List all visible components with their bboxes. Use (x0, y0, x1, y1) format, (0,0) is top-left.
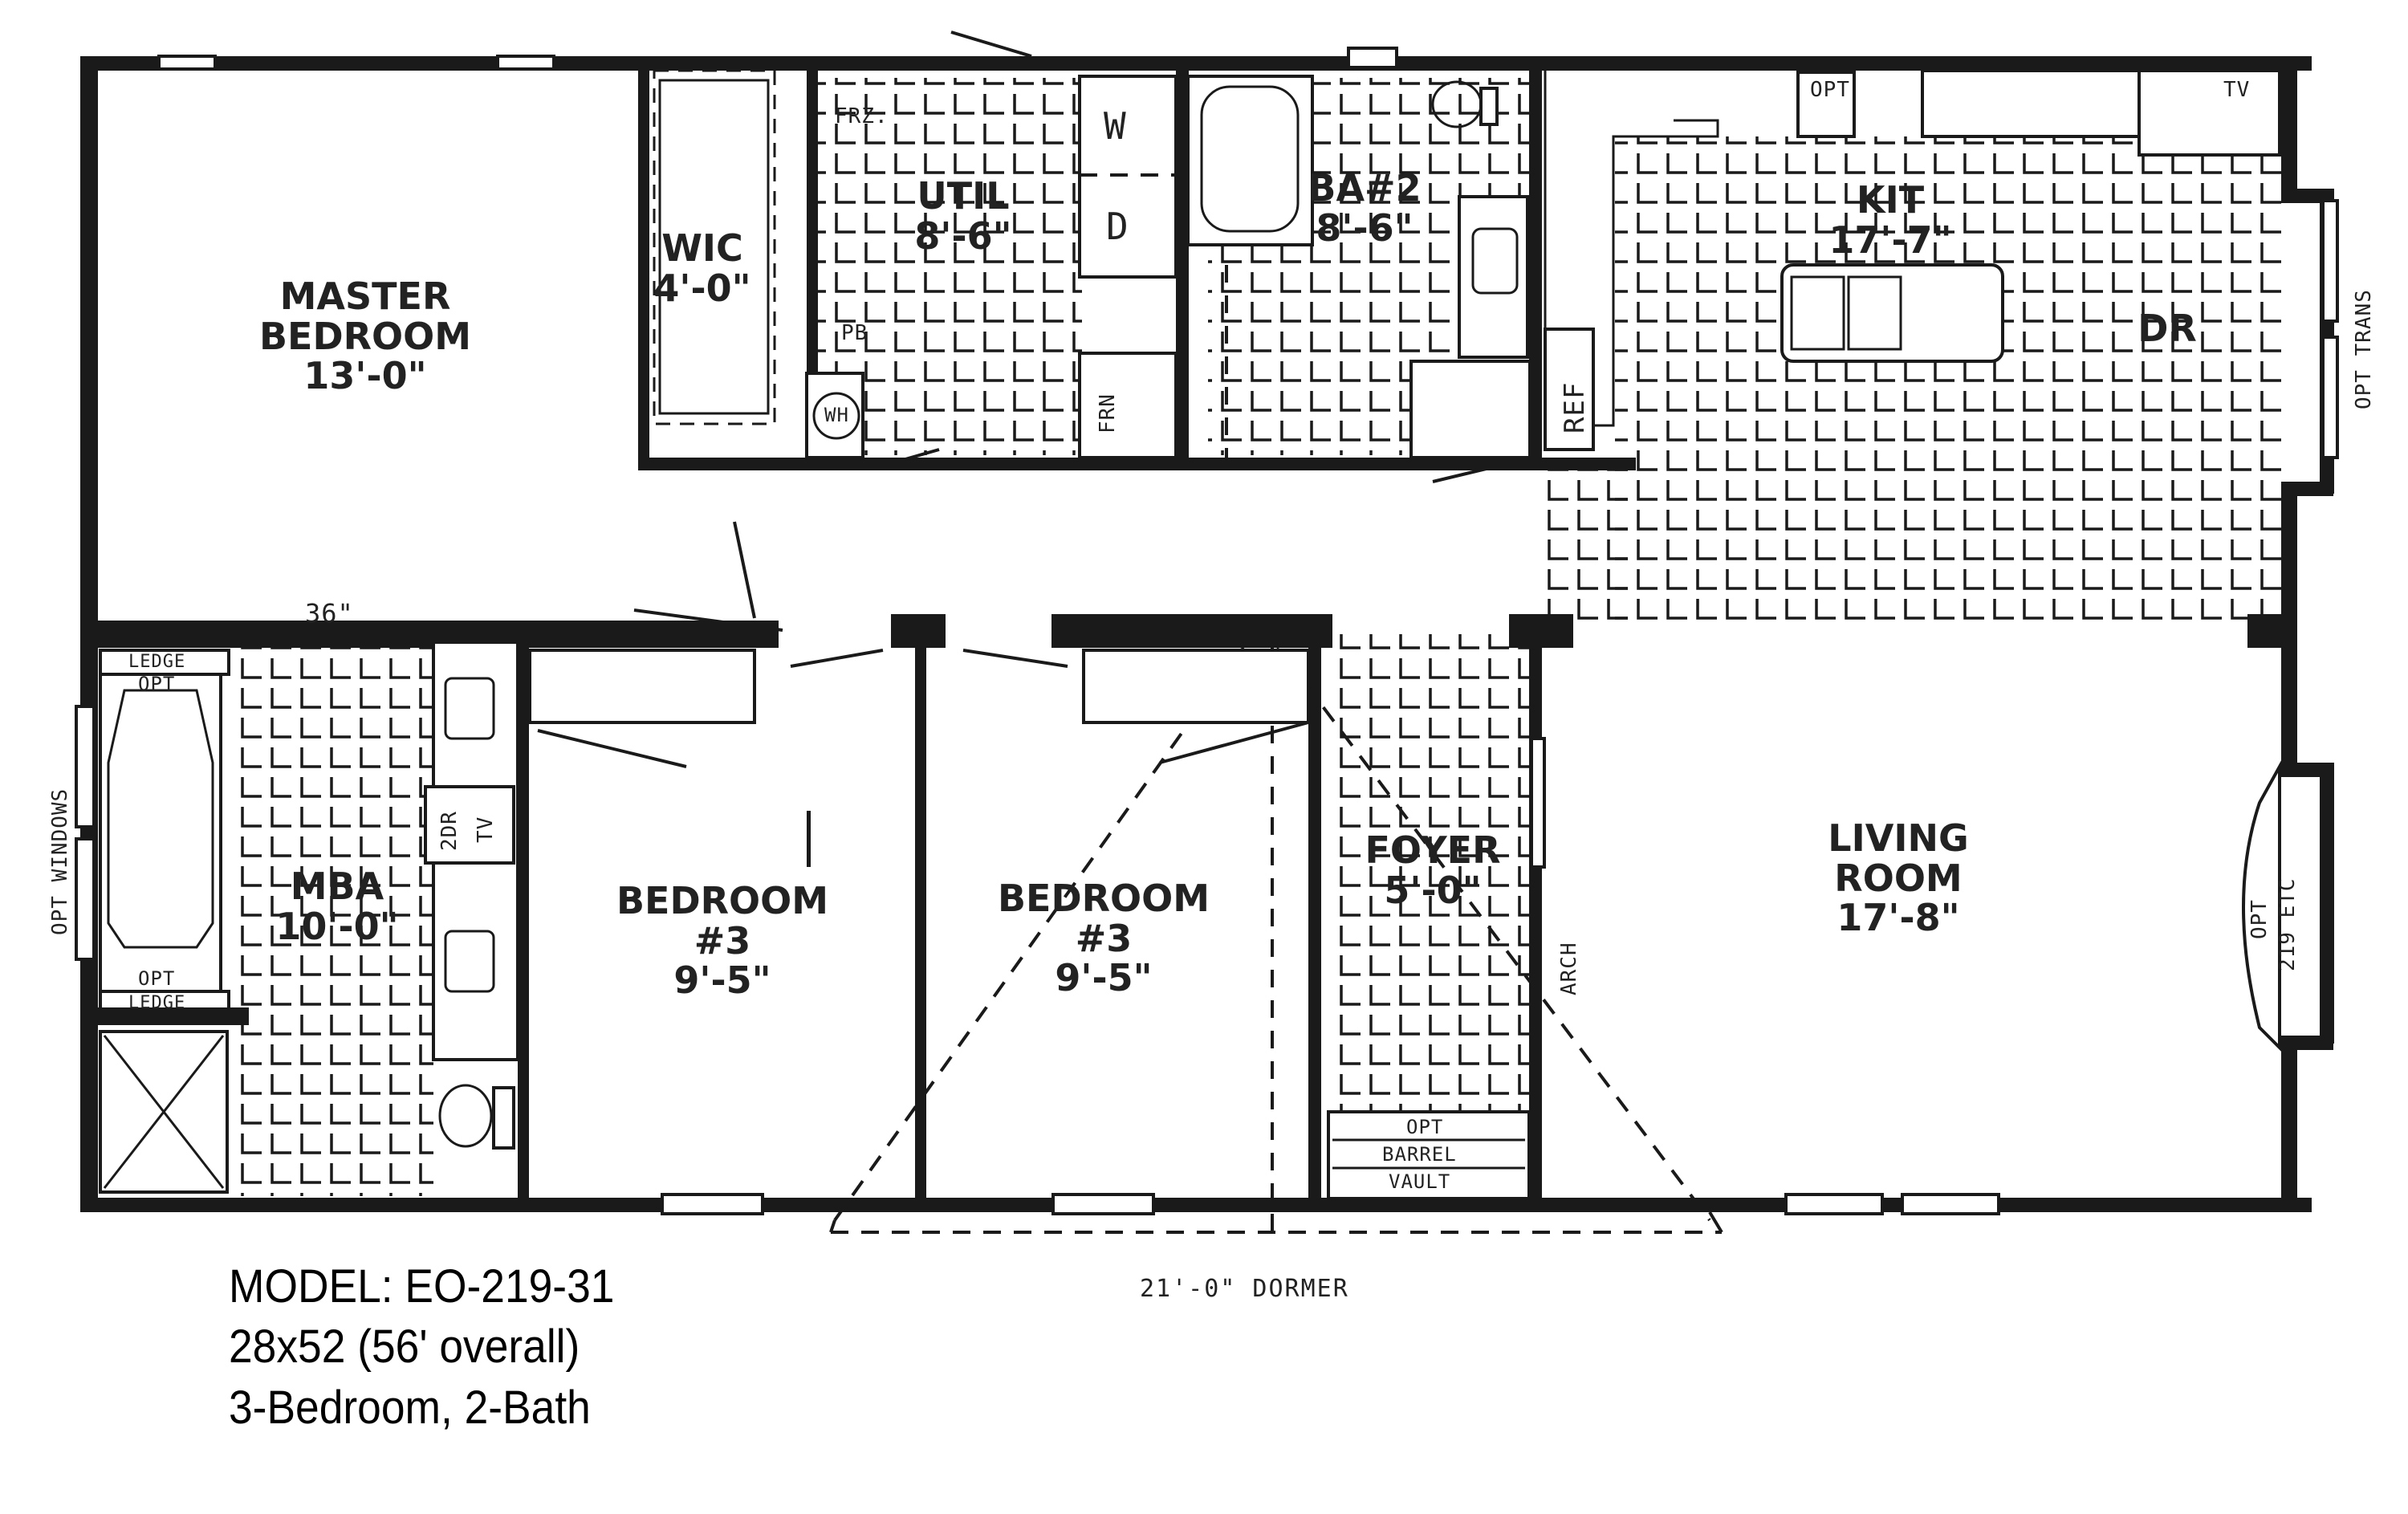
room-mba: MBA 10'-0" (275, 865, 399, 948)
room-name-line: #3 (694, 918, 751, 963)
room-util: UTIL 8'-6" (914, 174, 1012, 258)
water-heater-label: WH (824, 404, 849, 426)
room-wic: WIC 4'-0" (653, 226, 751, 310)
room-size: 9'-5" (673, 958, 771, 1003)
room-name-line: DR (2138, 307, 2197, 350)
washer-label: W (1104, 104, 1127, 148)
room-size: 4'-0" (653, 266, 751, 310)
room-size: 8'-6" (1316, 206, 1413, 250)
furnace-label: FRN (1096, 393, 1120, 433)
room-name-line: BEDROOM (616, 879, 829, 922)
windows (75, 47, 2339, 1215)
room-size: 13'-0" (303, 354, 427, 398)
dryer-label: D (1106, 205, 1129, 248)
room-name-line: KIT (1856, 178, 1925, 222)
model-caption: MODEL: EO-219-31 28x52 (56' overall) 3-B… (229, 1256, 614, 1438)
dormer-lines (829, 633, 1723, 1240)
arch-label: ARCH (1557, 942, 1581, 995)
ledge-bottom-label: LEDGE (128, 993, 186, 1013)
vault-label: VAULT (1389, 1170, 1451, 1193)
room-name-line: MASTER (279, 275, 451, 318)
room-size: 17'-7" (1828, 218, 1952, 262)
opt-windows-label: OPT WINDOWS (48, 788, 72, 935)
model-dimensions: 28x52 (56' overall) (229, 1321, 580, 1374)
barrel-label: BARREL (1382, 1143, 1457, 1166)
tile-floors (241, 78, 2281, 1196)
room-size: 9'-5" (1055, 956, 1153, 1000)
refrigerator-label: REF (1559, 381, 1591, 433)
room-size: 8'-6" (914, 214, 1012, 258)
room-foyer: FOYER 5'-0" (1365, 828, 1501, 912)
door-swings (537, 31, 1534, 768)
barrel-opt-label: OPT (1406, 1116, 1444, 1138)
kitchen-opt-label: OPT (1810, 78, 1850, 102)
room-master-bedroom: MASTER BEDROOM 13'-0" (258, 275, 472, 398)
model-beds-baths: 3-Bedroom, 2-Bath (229, 1381, 591, 1434)
freezer-label: FRZ. (835, 104, 889, 128)
exterior-walls (80, 56, 2334, 1212)
model-number: MODEL: EO-219-31 (229, 1260, 615, 1313)
room-kitchen: KIT 17'-7" (1828, 178, 1952, 262)
ledge-top-label: LEDGE (128, 652, 186, 672)
room-name-line: BEDROOM (997, 877, 1210, 920)
room-name-line: BEDROOM (258, 314, 472, 358)
room-living: LIVING ROOM 17'-8" (1828, 816, 1969, 940)
two-drawer-tv-label: TV (474, 816, 498, 843)
interior-walls (80, 64, 2297, 1204)
room-bedroom-3a: BEDROOM #3 9'-5" (616, 881, 828, 1001)
room-dining: DR (2138, 307, 2197, 350)
plumbing-box-label: PB (841, 321, 868, 345)
opt-trans-label: OPT TRANS (2352, 289, 2376, 409)
room-name-line: LIVING (1828, 816, 1969, 860)
dormer-label: 21'-0" DORMER (1140, 1275, 1349, 1303)
room-name-line: FOYER (1365, 828, 1501, 872)
room-size: 17'-8" (1837, 896, 1960, 940)
opt-bottom-label: OPT (138, 967, 176, 990)
tv-label: TV (2223, 78, 2251, 102)
opt-top-label: OPT (138, 673, 176, 695)
room-name-line: WIC (661, 226, 743, 270)
room-size: 10'-0" (275, 904, 399, 948)
door-width-label: 36" (305, 598, 354, 629)
room-name-line: #3 (1075, 916, 1133, 960)
room-bedroom-3b: BEDROOM #3 9'-5" (997, 877, 1210, 1000)
room-name-line: BA#2 (1308, 166, 1422, 210)
room-name-line: MBA (290, 865, 384, 908)
room-ba2: BA#2 8'-6" (1308, 166, 1422, 250)
two-drawer-label: 2DR (437, 811, 462, 851)
room-name-line: UTIL (917, 174, 1010, 218)
room-name-line: ROOM (1834, 856, 1963, 900)
bay-etc-label: 219 ETC (2276, 877, 2300, 971)
room-size: 5'-0" (1384, 868, 1482, 912)
bay-opt-label: OPT (2247, 899, 2272, 939)
